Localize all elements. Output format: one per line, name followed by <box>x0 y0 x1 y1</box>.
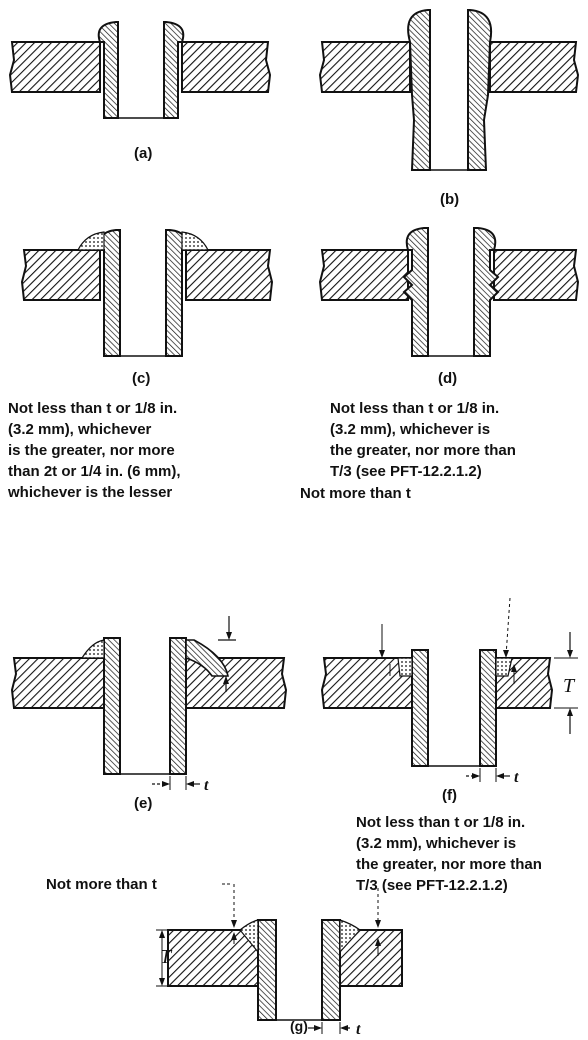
detail-a: (a) <box>8 21 272 162</box>
detail-f: T t (f) <box>320 597 578 804</box>
caption-g: (g) <box>290 1018 308 1034</box>
tube-wall-left <box>103 637 121 775</box>
tubesheet-right <box>489 41 580 93</box>
note-g-weld-size: Not less than t or 1/8 in. (3.2 mm), whi… <box>356 814 542 894</box>
tubesheet-left <box>167 929 259 987</box>
tube-wall-right <box>467 9 492 171</box>
tubesheet-right <box>185 249 274 301</box>
seal-weld-right <box>181 231 209 251</box>
tube-wall-right <box>321 919 341 1021</box>
groove-weld-left <box>239 919 259 954</box>
tubesheet-left <box>8 41 101 93</box>
detail-d: (d) <box>318 227 580 387</box>
detail-b: (b) <box>318 9 580 208</box>
tube-wall-right <box>163 21 185 119</box>
groove-weld-right <box>495 657 513 677</box>
dim-t-g: t <box>356 1021 361 1038</box>
tube-wall-left <box>411 649 429 767</box>
tube-wall-right <box>169 637 187 775</box>
dim-T-g: T <box>160 946 173 968</box>
tubesheet-left <box>318 41 411 93</box>
caption-c: (c) <box>132 370 150 387</box>
detail-g: T t <box>156 883 403 1038</box>
tubesheet-right <box>181 41 272 93</box>
groove-weld-left <box>397 657 413 677</box>
dim-t-e: t <box>204 777 209 794</box>
tube-wall-left <box>402 227 429 357</box>
note-g-projection: Not more than t <box>46 876 157 893</box>
detail-e: t (e) <box>10 616 288 812</box>
tube-wall-left <box>97 21 119 119</box>
tube-wall-right <box>473 227 500 357</box>
caption-f: (f) <box>442 787 457 804</box>
detail-c: (c) <box>20 229 274 387</box>
tubesheet-left <box>10 657 105 709</box>
seal-weld-left <box>77 231 105 251</box>
note-e-fillet-size: Not less than t or 1/8 in. (3.2 mm), whi… <box>8 400 181 501</box>
fillet-weld-right <box>185 639 229 677</box>
caption-b: (b) <box>440 191 459 208</box>
dim-T-f: T <box>563 675 576 697</box>
note-f-weld-size: Not less than t or 1/8 in. (3.2 mm), whi… <box>330 400 516 480</box>
caption-a: (a) <box>134 145 152 162</box>
tube-wall-left <box>407 9 431 171</box>
groove-weld-right <box>339 919 361 954</box>
tube-wall-left <box>257 919 277 1021</box>
dim-t-f: t <box>514 769 519 786</box>
tube-wall-right <box>479 649 497 767</box>
tubesheet-left <box>318 249 409 301</box>
fillet-weld-left <box>80 639 105 659</box>
tubesheet-left <box>20 249 101 301</box>
note-f-projection: Not more than t <box>300 485 411 502</box>
tubesheet-right <box>493 249 580 301</box>
caption-d: (d) <box>438 370 457 387</box>
caption-e: (e) <box>134 795 152 812</box>
